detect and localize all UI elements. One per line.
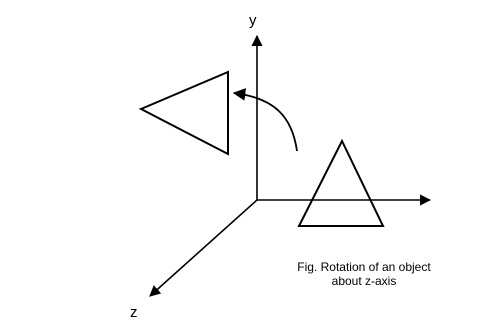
z-axis (149, 199, 258, 297)
rotated-triangle (138, 70, 229, 156)
rotation-arrow (232, 88, 298, 152)
y-axis-label: y (249, 12, 257, 29)
caption-line-1: Fig. Rotation of an object (297, 260, 431, 274)
caption-line-2: about z-axis (331, 274, 397, 288)
z-axis-label: z (130, 304, 138, 320)
original-triangle (297, 138, 385, 227)
figure-caption: Fig. Rotation of an object about z-axis (244, 260, 484, 288)
